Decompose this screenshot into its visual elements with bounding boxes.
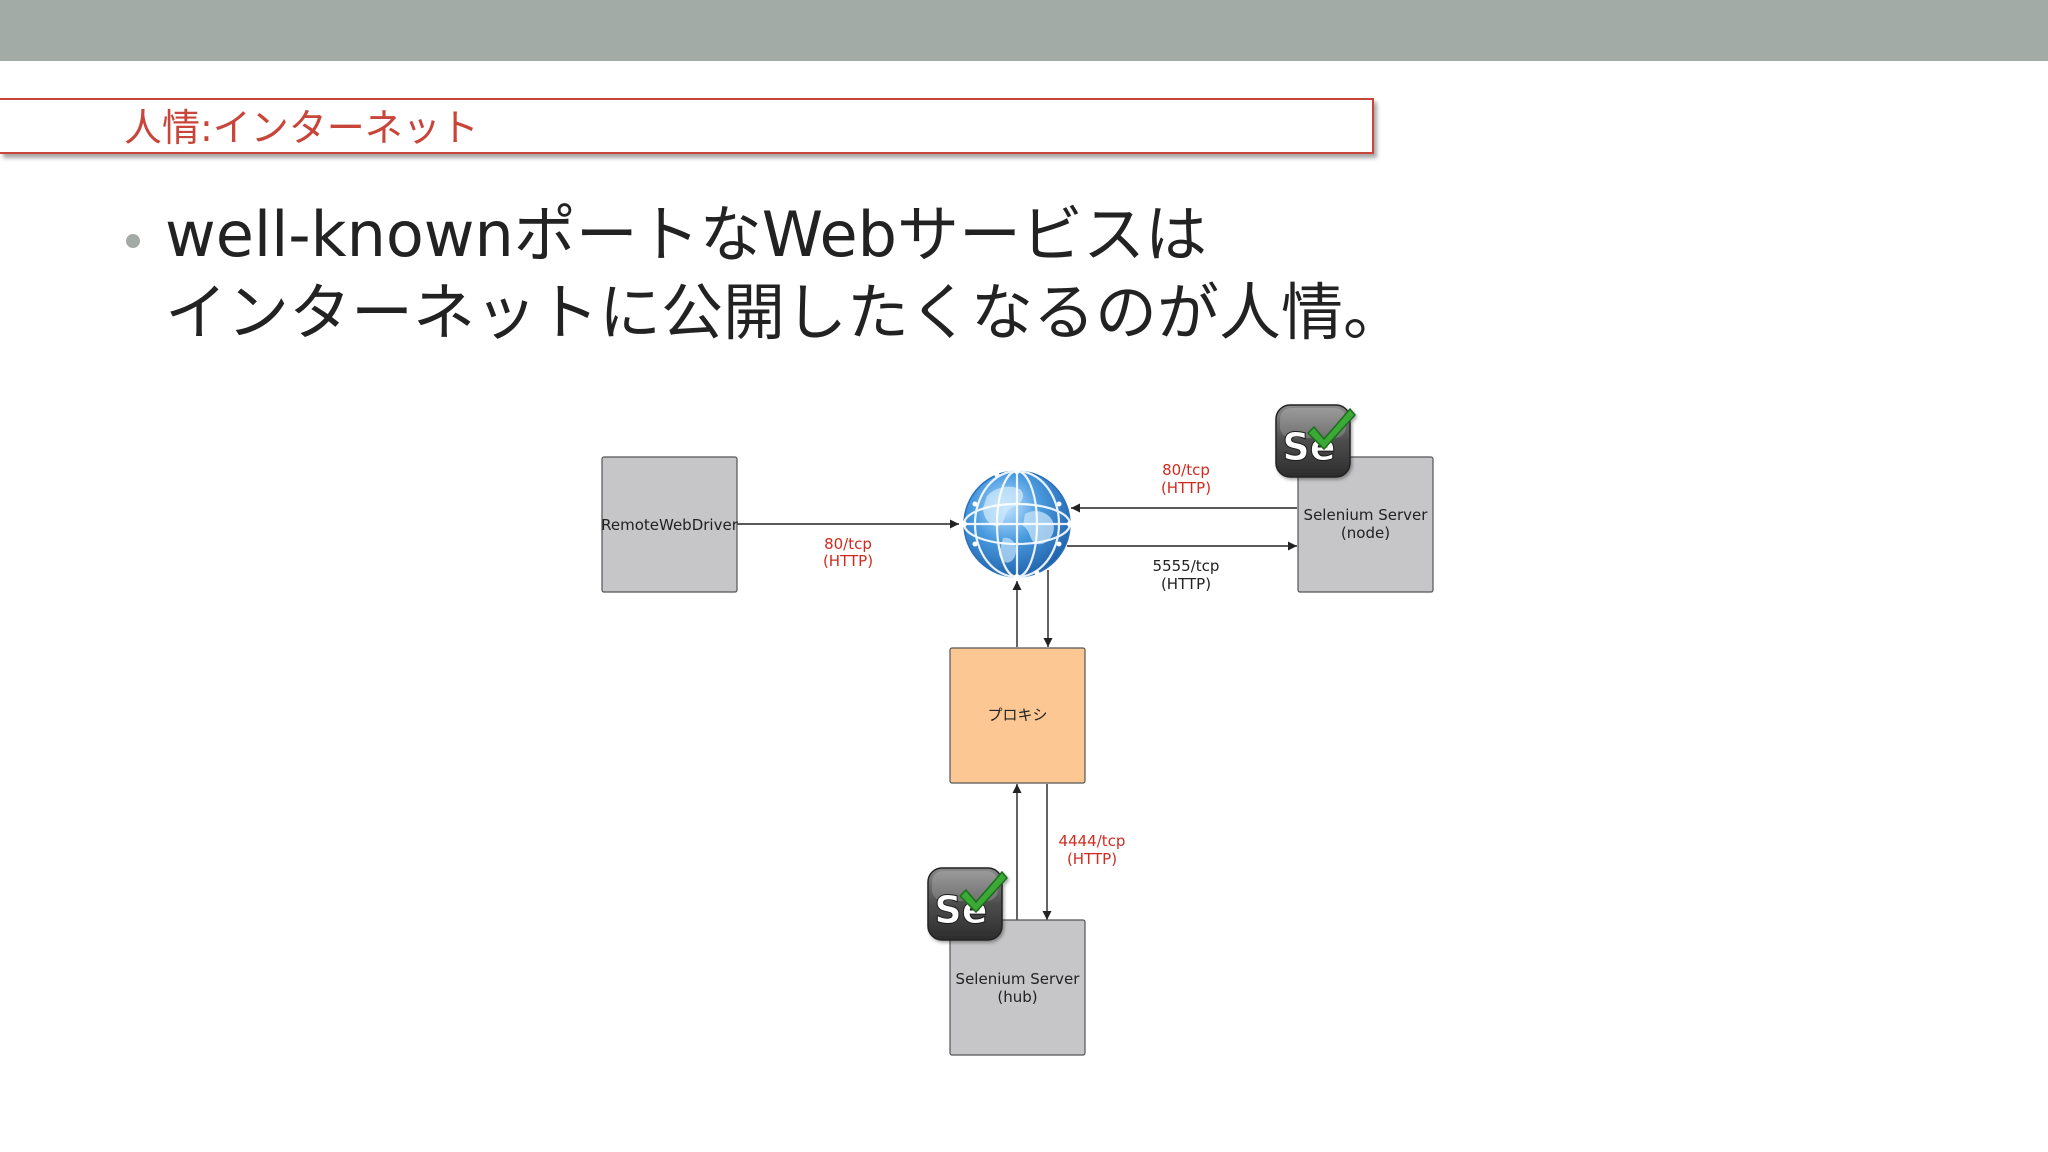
top-band <box>0 0 2048 61</box>
edge-label-internet-node-proto: (HTTP) <box>1161 575 1211 593</box>
edge-label-node-port: 80/tcp <box>1162 461 1210 479</box>
edge-label-webdriver-port: 80/tcp <box>824 535 872 553</box>
bullet-text: well-knownポートなWebサービスは インターネットに公開したくなるのが… <box>165 196 1405 352</box>
edge-label-node-proto: (HTTP) <box>1161 479 1211 497</box>
selenium-logo-icon: Se <box>1275 404 1356 478</box>
bullet-line-1: well-knownポートなWebサービスは <box>165 198 1207 271</box>
proxy-box <box>949 647 1086 784</box>
edge-label-hub-port: 4444/tcp <box>1059 832 1126 850</box>
proxy-label: プロキシ <box>987 706 1047 724</box>
selenium-node-label-line2: (node) <box>1341 524 1390 542</box>
section-title-box: 人情:インターネット <box>0 98 1374 154</box>
remote-webdriver-box <box>601 456 738 593</box>
checkmark-icon <box>958 870 1008 914</box>
selenium-node-box <box>1297 456 1434 593</box>
selenium-logo-icon: Se <box>927 867 1008 941</box>
selenium-hub-label-line1: Selenium Server <box>956 970 1081 988</box>
section-title: 人情:インターネット <box>124 106 479 150</box>
edge-label-internet-node-port: 5555/tcp <box>1153 557 1220 575</box>
edge-label-webdriver-proto: (HTTP) <box>823 552 873 570</box>
globe-icon <box>961 468 1073 580</box>
edge-label-hub-proto: (HTTP) <box>1067 850 1117 868</box>
selenium-hub-label-line2: (hub) <box>997 988 1037 1006</box>
bullet-dot <box>126 234 140 248</box>
selenium-hub-box <box>949 919 1086 1056</box>
remote-webdriver-label: RemoteWebDriver <box>601 516 739 534</box>
bullet-line-2: インターネットに公開したくなるのが人情。 <box>165 276 1406 349</box>
checkmark-icon <box>1306 407 1356 451</box>
selenium-node-label-line1: Selenium Server <box>1304 506 1429 524</box>
